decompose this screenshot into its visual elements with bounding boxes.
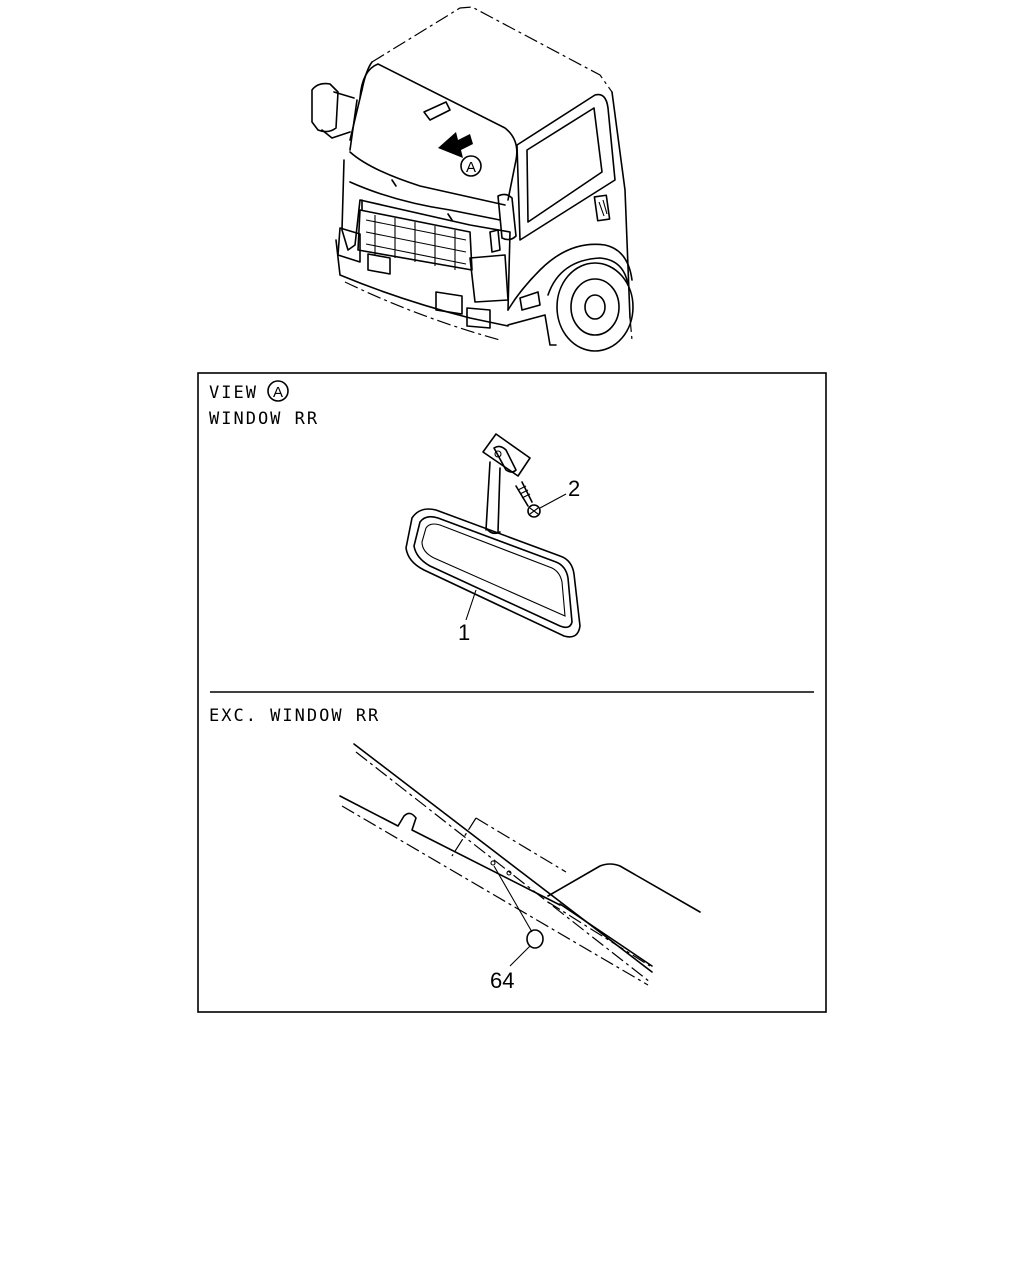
- detail-frame: [197, 372, 827, 1013]
- view-letter: A: [273, 384, 283, 401]
- screw-part: [515, 481, 541, 518]
- plug-part: [526, 929, 544, 949]
- roof-header-panel: [339, 743, 701, 986]
- part-label-64: 64: [490, 968, 514, 993]
- view-circle: [267, 380, 289, 402]
- callout-a-label: A: [466, 159, 476, 176]
- view-heading: VIEW: [209, 383, 258, 403]
- exc-window-rr-heading: EXC. WINDOW RR: [209, 706, 380, 726]
- leader-line-2: [539, 493, 567, 509]
- leader-line-1: [465, 589, 477, 621]
- leader-line-64: [509, 945, 531, 967]
- leader-line-64-upper: [493, 865, 533, 933]
- window-rr-heading: WINDOW RR: [209, 409, 319, 429]
- part-label-1: 1: [458, 620, 470, 645]
- rear-view-mirror: [405, 433, 581, 638]
- part-label-2: 2: [568, 476, 580, 501]
- truck-cab-illustration: A: [311, 6, 634, 352]
